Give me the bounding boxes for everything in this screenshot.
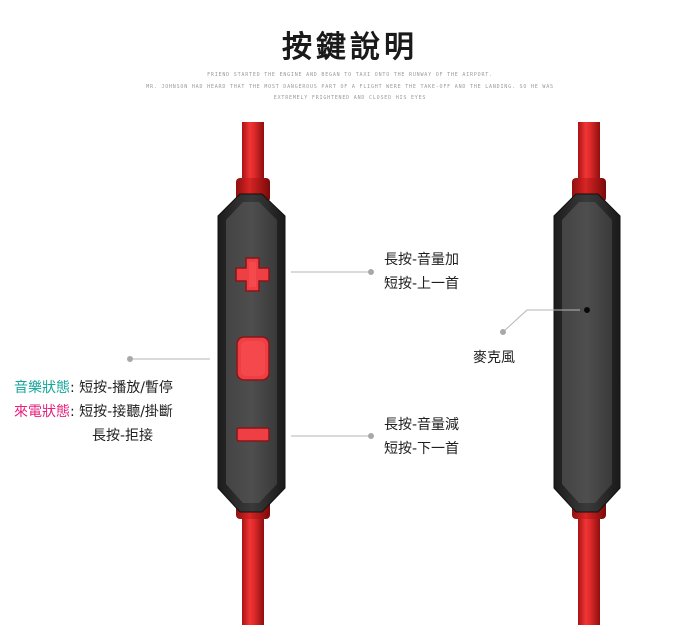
subtitle-line-2: MR. JOHNSON HAD HEARD THAT THE MOST DANG… xyxy=(146,84,554,90)
volume-up-button[interactable] xyxy=(235,257,270,292)
callout-line-mic xyxy=(502,309,580,333)
volume-up-short-press: 短按-上一首 xyxy=(384,276,460,292)
callout-dot-middle xyxy=(127,356,133,362)
subtitle-line-1: FRIEND STARTED THE ENGINE AND BEGAN TO T… xyxy=(207,72,493,78)
call-state-label: 來電狀態 xyxy=(14,404,70,420)
music-state-label: 音樂狀態 xyxy=(14,380,70,396)
cable-bottom-right xyxy=(578,505,600,625)
subtitle-line-3: EXTREMELY FRIGHTENED AND CLOSED HIS EYES xyxy=(273,95,427,101)
volume-down-short-press: 短按-下一首 xyxy=(384,441,460,457)
microphone-hole xyxy=(584,307,590,313)
call-state-action: : 短按-接聽/掛斷 xyxy=(70,404,173,420)
remote-back xyxy=(553,122,621,625)
callout-lines xyxy=(131,271,580,437)
remote-front xyxy=(217,122,286,625)
page-title: 按鍵說明 xyxy=(282,30,418,65)
remote-face-back xyxy=(562,202,612,503)
volume-down-callout: 長按-音量減 短按-下一首 xyxy=(384,413,459,461)
callout-dot-volume-up xyxy=(368,269,374,275)
volume-up-long-press: 長按-音量加 xyxy=(384,252,460,268)
multifunction-button[interactable] xyxy=(236,336,270,381)
volume-down-long-press: 長按-音量減 xyxy=(384,417,460,433)
callout-dot-volume-down xyxy=(368,433,374,439)
music-state-action: : 短按-播放/暫停 xyxy=(70,380,173,396)
call-state-row: 來電狀態: 短按-接聽/掛斷 xyxy=(14,400,173,424)
microphone-label: 麥克風 xyxy=(473,350,515,366)
middle-button-callout: 音樂狀態: 短按-播放/暫停 來電狀態: 短按-接聽/掛斷 長按-拒接 xyxy=(14,376,173,448)
volume-down-button[interactable] xyxy=(236,427,270,442)
call-long-action: 長按-拒接 xyxy=(92,428,154,444)
volume-up-callout: 長按-音量加 短按-上一首 xyxy=(384,248,459,296)
callout-dot-mic xyxy=(500,329,506,335)
music-state-row: 音樂狀態: 短按-播放/暫停 xyxy=(14,376,173,400)
cable-bottom-left xyxy=(242,505,264,625)
